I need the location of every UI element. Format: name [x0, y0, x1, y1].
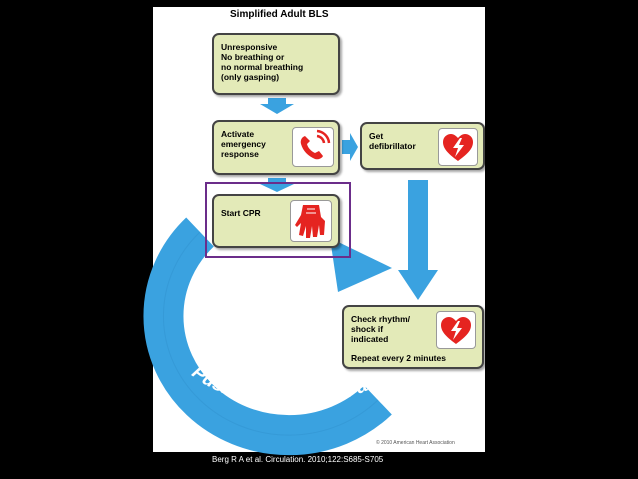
- box-line: emergency: [221, 139, 266, 149]
- box-line: response: [221, 149, 259, 159]
- box-line: defibrillator: [369, 141, 416, 151]
- start-cpr-highlight: [205, 182, 351, 258]
- check-rhythm-box: Check rhythm/ shock if indicated Repeat …: [342, 305, 484, 369]
- box-line: Unresponsive: [221, 42, 278, 52]
- citation: Berg R A et al. Circulation. 2010;122:S6…: [212, 455, 384, 464]
- arrow-down-1: [260, 98, 294, 114]
- figure-title: Simplified Adult BLS: [230, 9, 329, 20]
- box-line: Check rhythm/: [351, 314, 411, 324]
- arrow-right: [342, 133, 358, 161]
- box-line: no normal breathing: [221, 62, 304, 72]
- arrow-down-2: [260, 178, 294, 192]
- repeat-note: Repeat every 2 minutes: [351, 353, 446, 363]
- unresponsive-box: Unresponsive No breathing or no normal b…: [212, 33, 340, 95]
- activate-emergency-box: Activate emergency response: [212, 120, 340, 175]
- defibrillator-heart-icon: [436, 311, 476, 349]
- get-defibrillator-box: Get defibrillator: [360, 122, 485, 170]
- cpr-cycle-inner-line: [163, 231, 379, 436]
- copyright-note: © 2010 American Heart Association: [376, 440, 455, 446]
- box-line: shock if: [351, 324, 384, 334]
- defibrillator-heart-icon: [438, 128, 478, 166]
- phone-icon: [292, 127, 334, 167]
- box-line: Start CPR: [221, 208, 261, 218]
- box-line: Get: [369, 131, 384, 141]
- box-line: No breathing or: [221, 52, 285, 62]
- cpr-cycle-ring: [143, 217, 392, 456]
- box-line: indicated: [351, 334, 389, 344]
- cycle-arrowhead: [330, 238, 392, 292]
- arrow-down-long: [398, 180, 438, 300]
- start-cpr-box: Start CPR: [212, 194, 340, 248]
- box-line: (only gasping): [221, 72, 280, 82]
- hands-cpr-icon: [290, 200, 332, 242]
- box-line: Activate: [221, 129, 255, 139]
